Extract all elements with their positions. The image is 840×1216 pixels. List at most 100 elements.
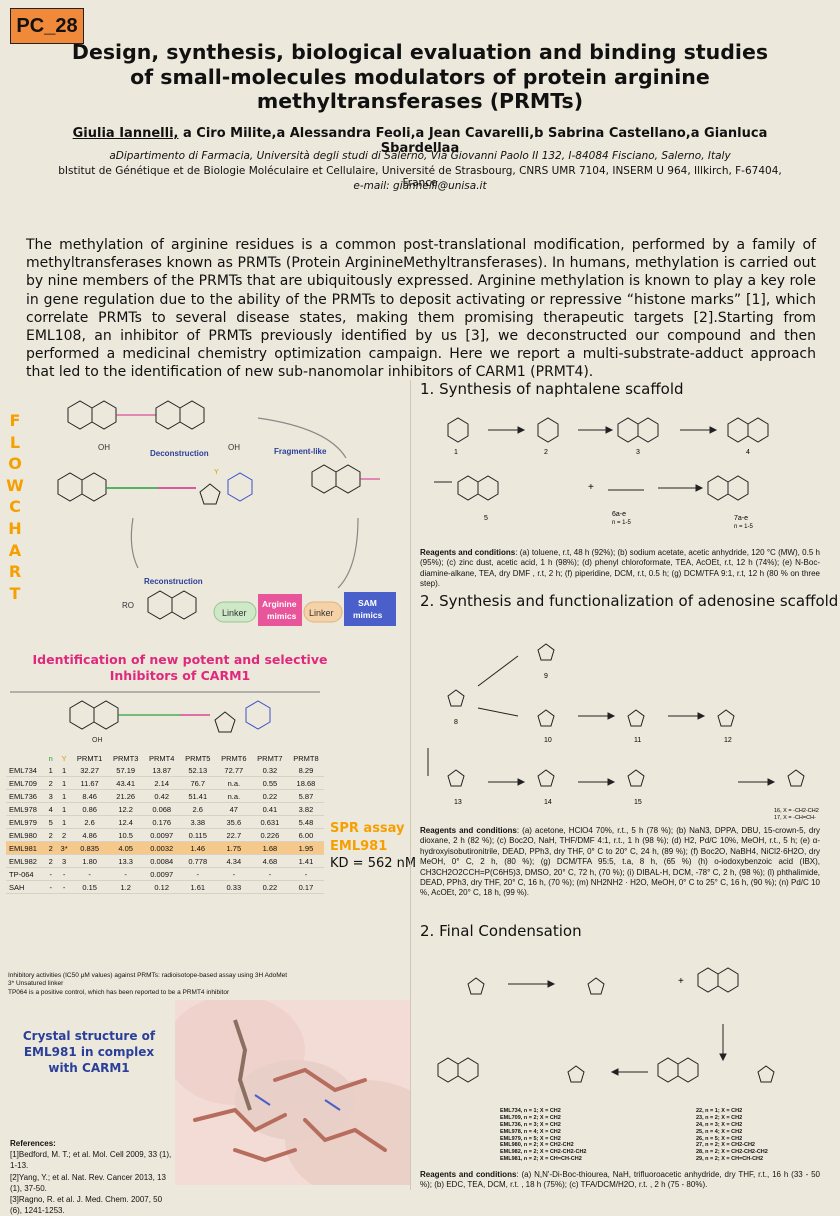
table-cell: 3.82 <box>287 802 324 816</box>
table-cell: 18.68 <box>287 776 324 790</box>
table-cell: 0.0032 <box>143 841 180 855</box>
flow-letter: C <box>9 497 21 517</box>
reconstruction-label: Reconstruction <box>144 577 203 586</box>
sam-mimics-box <box>344 592 396 626</box>
compound-12: 12 <box>724 737 732 744</box>
table-cell: 12.4 <box>107 815 144 829</box>
sam-mimics-label: SAM <box>358 598 377 608</box>
compound-14: 14 <box>544 799 552 806</box>
table-cell: 1 <box>56 802 72 816</box>
top-molecule-oh: OH <box>98 443 110 452</box>
flow-letter: O <box>8 454 22 474</box>
table-cell: 0.55 <box>251 776 288 790</box>
poster-code-badge: PC_28 <box>10 8 84 44</box>
cycle-arrow-top <box>257 417 347 459</box>
table-cell: - <box>71 867 108 881</box>
flow-letter: L <box>9 432 21 452</box>
table-cell: 0.32 <box>251 764 288 777</box>
table-cell: EML981 <box>6 841 45 855</box>
section2-reagents: Reagents and conditions: (a) acetone, HC… <box>420 826 820 899</box>
table-cell: 0.86 <box>71 802 108 816</box>
table-cell: 8.46 <box>71 789 108 803</box>
section1-title: 1. Synthesis of naphtalene scaffold <box>420 380 684 398</box>
table-cell: SAH <box>6 880 45 894</box>
intermediate-item: 27, n = 2; X = CH2-CH2 <box>696 1142 755 1149</box>
table-cell: 3 <box>56 854 72 868</box>
table-cell: 2.6 <box>71 815 108 829</box>
table-cell: 0.226 <box>251 828 288 842</box>
table-cell: 0.42 <box>143 789 180 803</box>
table-cell: 4.86 <box>71 828 108 842</box>
table-cell: 13.3 <box>107 854 144 868</box>
plus-sign: + <box>588 482 594 493</box>
table-cell: 43.41 <box>107 776 144 790</box>
intermediate-item: 28, n = 2; X = CH2-CH2-CH2 <box>696 1149 768 1156</box>
table-header: PRMT1 <box>76 753 103 763</box>
table-header: n <box>48 753 53 763</box>
table-cell: 2.6 <box>179 802 216 816</box>
intermediate-item: 29, n = 2; X = CH=CH-CH2 <box>696 1156 764 1163</box>
table-cell: EML736 <box>6 789 45 803</box>
table-cell: 1.80 <box>71 854 108 868</box>
table-header: PRMT4 <box>149 753 175 763</box>
table-cell: 32.27 <box>71 764 108 777</box>
reference-item: [1]Bedford, M. T.; et al. Mol. Cell 2009… <box>10 1150 172 1171</box>
table-cell: EML979 <box>6 815 45 829</box>
flow-letter: R <box>8 562 22 582</box>
compound-1: 1 <box>454 449 458 456</box>
table-cell: 1 <box>56 789 72 803</box>
table-cell: 2.14 <box>143 776 180 790</box>
table-cell: 47 <box>215 802 252 816</box>
structure-oh: OH <box>92 737 103 744</box>
first-author: Giulia Iannelli, <box>72 126 179 141</box>
compound-4: 4 <box>746 449 750 456</box>
table-note: 3* Unsatured linker <box>8 980 64 988</box>
table-cell: 1 <box>56 815 72 829</box>
flow-letter: H <box>8 518 22 538</box>
co-authors: a Ciro Milite,a Alessandra Feoli,a Jean … <box>183 126 768 156</box>
table-cell: 0.12 <box>143 880 180 894</box>
table-header: Y <box>61 753 67 763</box>
table-cell: 76.7 <box>179 776 216 790</box>
compound-8: 8 <box>454 719 458 726</box>
table-cell: 1.75 <box>215 841 252 855</box>
spr-kd: KD = 562 nM <box>330 856 417 871</box>
table-cell: - <box>215 867 252 881</box>
table-cell: 51.41 <box>179 789 216 803</box>
table-cell: 0.17 <box>287 880 324 894</box>
flow-letter: W <box>6 475 24 495</box>
cycle-arrow-left <box>130 517 139 569</box>
fragment-like-label: Fragment-like <box>274 447 327 456</box>
table-cell: 0.778 <box>179 854 216 868</box>
compound-9: 9 <box>544 673 548 680</box>
table-cell: 21.26 <box>107 789 144 803</box>
table-cell: TP-064 <box>6 867 45 881</box>
table-cell: 1.95 <box>287 841 324 855</box>
flowchart-vertical-label: F L O W C H A R T <box>4 410 26 604</box>
table-cell: 6.00 <box>287 828 324 842</box>
affiliation-a: aDipartimento di Farmacia, Università de… <box>109 150 731 162</box>
table-cell: 1.46 <box>179 841 216 855</box>
references-title: References: <box>10 1139 56 1148</box>
fragment-structure <box>311 464 380 494</box>
table-cell: 0.068 <box>143 802 180 816</box>
spr-block: SPR assay EML981 <box>330 820 405 855</box>
table-cell: 0.15 <box>71 880 108 894</box>
section3-scheme: + <box>437 967 775 1083</box>
eml-item: EML709, n = 2; X = CH2 <box>500 1114 561 1121</box>
cycle-arrow-right <box>337 517 359 589</box>
compound-10: 10 <box>544 737 552 744</box>
reagents-text: : (a) toluene, r.t, 48 h (92%); (b) sodi… <box>420 548 821 589</box>
reagents-label: Reagents and conditions <box>420 1170 517 1179</box>
table-cell: EML978 <box>6 802 45 816</box>
eml-compound-list: EML734, n = 1; X = CH2 EML709, n = 2; X … <box>500 1108 587 1163</box>
top-molecule-oh-2: OH <box>228 443 240 452</box>
table-cell: 5.87 <box>287 789 324 803</box>
intermediate-item: 25, n = 4; X = CH2 <box>696 1128 743 1135</box>
table-cell: 35.6 <box>215 815 252 829</box>
compound-6: 6a-e <box>612 511 626 518</box>
linker-label: Linker <box>222 608 247 618</box>
table-cell: 3* <box>56 841 72 855</box>
